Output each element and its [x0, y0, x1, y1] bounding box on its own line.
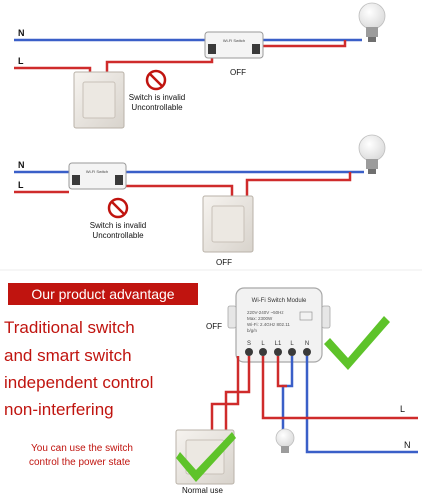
light-bulb-icon — [358, 2, 386, 42]
module-spec: Max: 2300W — [247, 316, 273, 321]
terminal-row: S L L1 L N — [245, 341, 311, 356]
module-terminal-left — [72, 175, 80, 185]
control-note-line2: control the power state — [29, 457, 131, 468]
neutral-label: N — [404, 440, 411, 450]
module-title: Wi-Fi Switch Module — [252, 298, 307, 304]
module-spec: b/g/n — [247, 328, 258, 333]
neutral-label: N — [18, 160, 25, 170]
invalid-note-line1: Switch is invalid — [89, 221, 147, 230]
wifi-module — [204, 31, 264, 59]
invalid-note-line2: Uncontrollable — [92, 231, 144, 240]
advantage-banner: Our product advantage — [8, 283, 198, 305]
light-bulb-icon — [358, 134, 386, 174]
light-bulb-icon — [275, 428, 295, 453]
advantage-line: and smart switch — [4, 346, 132, 365]
module-spec: Wi-Fi: 2.4GHz 802.11 — [247, 322, 290, 327]
terminal-label: L — [261, 341, 265, 347]
check-mark-icon — [324, 316, 390, 370]
live-wire — [263, 40, 347, 48]
wifi-module — [68, 162, 127, 190]
check-mark-icon — [176, 432, 236, 482]
module-label: Wi-Fi Switch — [223, 38, 245, 43]
terminal-label: L — [290, 341, 294, 347]
wall-switch — [202, 195, 254, 253]
live-wire — [276, 356, 287, 388]
module-terminal-left — [208, 44, 216, 54]
invalid-note-line2: Uncontrollable — [131, 103, 183, 112]
state-label: OFF — [216, 258, 232, 267]
terminal-label: L1 — [275, 341, 282, 347]
wall-switch — [73, 71, 125, 129]
invalid-note: Switch is invalid Uncontrollable — [126, 93, 188, 113]
module-spec: 220V-240V ~50Hz — [247, 310, 284, 315]
live-label: L — [400, 404, 406, 414]
wifi-switch-module: Wi-Fi Switch Module 220V-240V ~50Hz Max:… — [227, 287, 331, 363]
live-wire — [210, 356, 240, 432]
terminal-label: S — [247, 341, 251, 347]
advantage-line: independent control — [4, 373, 154, 392]
module-label: Wi-Fi Switch — [86, 169, 108, 174]
state-label: OFF — [206, 322, 222, 331]
module-terminal-right — [115, 175, 123, 185]
invalid-note: Switch is invalid Uncontrollable — [82, 221, 154, 241]
live-wire — [245, 172, 352, 202]
no-entry-icon — [145, 69, 167, 91]
no-entry-icon — [107, 197, 129, 219]
live-label: L — [18, 180, 24, 190]
live-label: L — [18, 56, 24, 66]
wall-switch — [175, 429, 235, 485]
neutral-wire — [305, 356, 418, 454]
control-note-line1: You can use the switch — [31, 443, 133, 454]
panel-3: Wi-Fi Switch Module 220V-240V ~50Hz Max:… — [175, 287, 418, 485]
live-wire — [105, 56, 214, 80]
panel-2: Wi-Fi Switch — [14, 134, 386, 253]
state-label: OFF — [230, 68, 246, 77]
panel-1: Wi-Fi Switch — [14, 2, 386, 129]
advantage-line: non-interfering — [4, 400, 114, 419]
terminal-label: N — [305, 341, 309, 347]
neutral-label: N — [18, 28, 25, 38]
switch-caption: Normal use — [182, 486, 223, 495]
module-terminal-right — [252, 44, 260, 54]
neutral-wire — [281, 356, 294, 430]
invalid-note-line1: Switch is invalid — [128, 93, 186, 102]
live-wire — [261, 356, 418, 420]
advantage-line: Traditional switch — [4, 318, 135, 337]
